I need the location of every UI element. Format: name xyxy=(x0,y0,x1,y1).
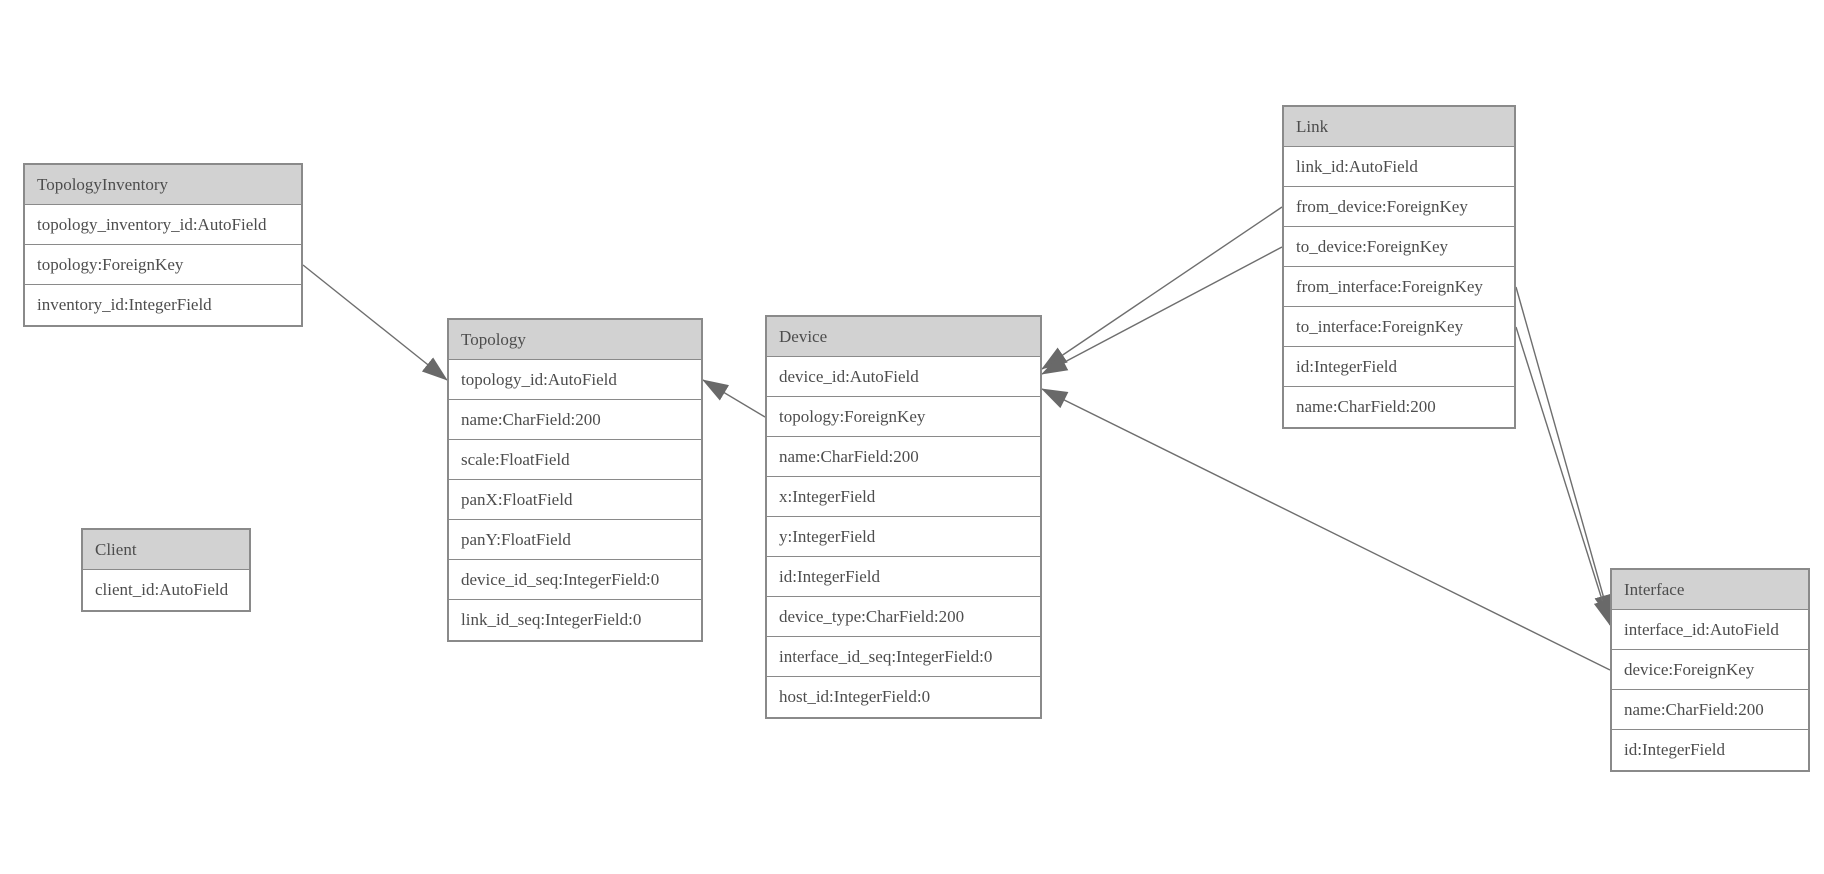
entity-field-row: interface_id:AutoField xyxy=(1612,610,1808,650)
entity-field-row: to_device:ForeignKey xyxy=(1284,227,1514,267)
entity-field-row: device:ForeignKey xyxy=(1612,650,1808,690)
entity-field-row: name:CharField:200 xyxy=(767,437,1040,477)
entity-field-row: topology:ForeignKey xyxy=(767,397,1040,437)
entity-field-row: name:CharField:200 xyxy=(1284,387,1514,427)
entity-title: Link xyxy=(1284,107,1514,147)
entity-field-row: id:IntegerField xyxy=(1284,347,1514,387)
entity-title: Device xyxy=(767,317,1040,357)
entity-field-row: id:IntegerField xyxy=(1612,730,1808,770)
entity-field-row: topology:ForeignKey xyxy=(25,245,301,285)
entity-field-row: device_type:CharField:200 xyxy=(767,597,1040,637)
relation-link-from_interface-to-interface xyxy=(1515,286,1612,621)
entity-field-row: scale:FloatField xyxy=(449,440,701,480)
relation-link-to_interface-to-interface xyxy=(1515,326,1612,626)
entity-field-row: from_interface:ForeignKey xyxy=(1284,267,1514,307)
entity-field-row: client_id:AutoField xyxy=(83,570,249,610)
entity-field-row: y:IntegerField xyxy=(767,517,1040,557)
entity-field-row: id:IntegerField xyxy=(767,557,1040,597)
entity-field-row: inventory_id:IntegerField xyxy=(25,285,301,325)
entity-field-row: topology_id:AutoField xyxy=(449,360,701,400)
entity-field-row: device_id_seq:IntegerField:0 xyxy=(449,560,701,600)
entity-field-row: link_id:AutoField xyxy=(1284,147,1514,187)
entity-title: Client xyxy=(83,530,249,570)
entity-field-row: x:IntegerField xyxy=(767,477,1040,517)
entity-title: Topology xyxy=(449,320,701,360)
entity-field-row: topology_inventory_id:AutoField xyxy=(25,205,301,245)
relation-link-to_device-to-device xyxy=(1041,246,1283,375)
entity-title: TopologyInventory xyxy=(25,165,301,205)
entity-title: Interface xyxy=(1612,570,1808,610)
relation-interface-device-to-device xyxy=(1041,388,1611,671)
relation-device-topology-to-topology xyxy=(702,379,766,418)
entity-field-row: panX:FloatField xyxy=(449,480,701,520)
entity-field-row: interface_id_seq:IntegerField:0 xyxy=(767,637,1040,677)
entity-field-row: name:CharField:200 xyxy=(1612,690,1808,730)
entity-field-row: panY:FloatField xyxy=(449,520,701,560)
entity-field-row: link_id_seq:IntegerField:0 xyxy=(449,600,701,640)
entity-field-row: name:CharField:200 xyxy=(449,400,701,440)
entity-field-row: device_id:AutoField xyxy=(767,357,1040,397)
entity-field-row: host_id:IntegerField:0 xyxy=(767,677,1040,717)
entity-field-row: to_interface:ForeignKey xyxy=(1284,307,1514,347)
relation-topologyinventory-topology-to-topology xyxy=(302,264,448,381)
relation-link-from_device-to-device xyxy=(1041,206,1283,370)
entity-field-row: from_device:ForeignKey xyxy=(1284,187,1514,227)
